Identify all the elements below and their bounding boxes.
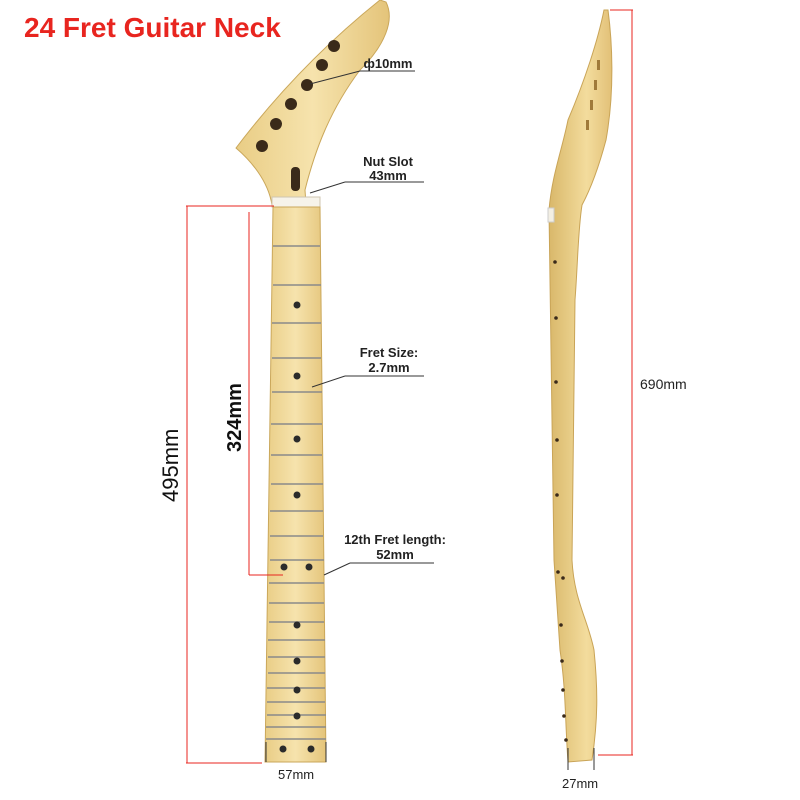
- tuner-holes: [256, 40, 340, 152]
- page-title: 24 Fret Guitar Neck: [24, 12, 281, 43]
- twelfth-fret-value: 52mm: [376, 547, 414, 562]
- neck-side-view: [548, 9, 613, 763]
- side-tuner-holes: [586, 60, 600, 130]
- side-dots: [553, 260, 568, 742]
- side-thickness-label: 27mm: [562, 776, 599, 791]
- nut-slot-title: Nut Slot: [363, 154, 413, 169]
- length-495-label: 495mm: [158, 428, 183, 502]
- fret-dots: [279, 301, 315, 753]
- fret-size-value: 2.7mm: [368, 360, 410, 375]
- headstock-front: [235, 0, 390, 206]
- nut-slot-value: 43mm: [369, 168, 407, 183]
- length-324-label: 324mm: [224, 383, 246, 452]
- truss-rod-slot: [291, 167, 300, 191]
- heel-width-label: 57mm: [278, 767, 315, 782]
- dimension-lines: [186, 9, 633, 764]
- leader-lines: [265, 70, 595, 770]
- total-length-label: 690mm: [640, 376, 687, 392]
- twelfth-fret-title: 12th Fret length:: [344, 532, 446, 547]
- hole-diameter-label: ф10mm: [363, 56, 413, 71]
- nut: [271, 196, 321, 208]
- frets: [266, 245, 326, 740]
- fret-size-title: Fret Size:: [359, 345, 419, 360]
